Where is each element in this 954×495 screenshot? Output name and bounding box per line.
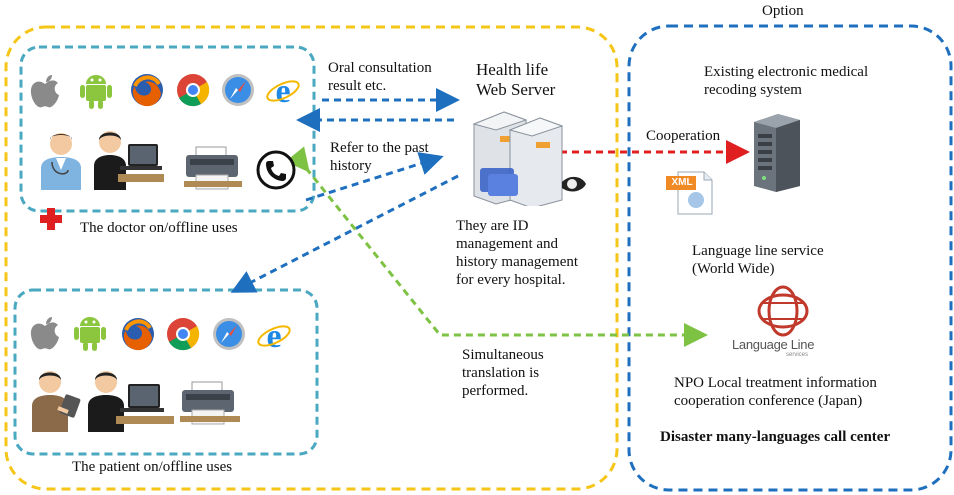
red-cross-icon (40, 208, 62, 230)
arrow-translation (285, 146, 708, 347)
language-line-logo-text: Language Line (732, 337, 815, 352)
tablet-user-icon (28, 368, 82, 434)
call-center-label: Disaster many-languages call center (660, 429, 891, 445)
android-icon (78, 70, 114, 110)
emr-label: Existing electronic medical recoding sys… (704, 64, 869, 98)
xml-file-icon: XML (664, 170, 714, 216)
svg-text:e: e (266, 318, 281, 352)
id-management-label: They are ID management and history manag… (456, 218, 579, 288)
firefox-icon (129, 72, 165, 108)
printer-icon (180, 380, 240, 426)
safari-icon (211, 316, 247, 352)
phone-icon (256, 150, 296, 190)
language-line-logo-sub: services (786, 352, 809, 358)
laptop-user-icon (86, 368, 176, 434)
svg-text:e: e (275, 73, 290, 107)
server-icon (466, 104, 590, 206)
ie-icon: e (256, 318, 292, 352)
npo-label: NPO Local treatment information cooperat… (674, 375, 877, 409)
language-line-label: Language line service (World Wide) (692, 243, 824, 277)
language-line-logo-graphic (757, 285, 809, 337)
apple-icon (28, 316, 62, 352)
printer-icon (184, 145, 242, 191)
cooperation-label: Cooperation (646, 128, 721, 144)
option-label: Option (762, 3, 804, 19)
refer-history-label: Refer to the past history (330, 140, 429, 174)
ie-icon: e (265, 73, 301, 107)
arrow-to-patient (230, 174, 459, 293)
apple-icon (28, 74, 62, 110)
chrome-icon (176, 73, 210, 107)
translation-label: Simultaneous translation is performed. (462, 347, 544, 399)
doctor-icon (38, 130, 84, 192)
oral-result-label: Oral consultation result etc. (328, 60, 432, 94)
safari-icon (220, 72, 256, 108)
server-title: Health life Web Server (476, 60, 556, 99)
patient-box-border (13, 288, 319, 456)
android-icon (72, 312, 108, 352)
doctor-caption: The doctor on/offline uses (80, 220, 238, 236)
xml-label: XML (671, 177, 693, 188)
patient-caption: The patient on/offline uses (72, 459, 233, 475)
emr-server-icon (752, 112, 802, 194)
chrome-icon (166, 317, 200, 351)
firefox-icon (120, 316, 156, 352)
laptop-user-icon (92, 128, 164, 192)
